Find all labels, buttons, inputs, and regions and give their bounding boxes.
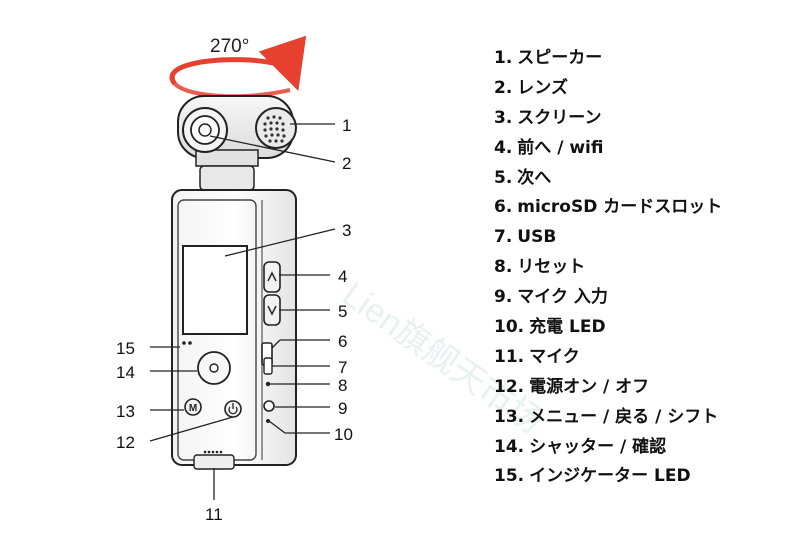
legend-item: 10.充電 LED — [494, 313, 722, 343]
legend-num: 13. — [494, 406, 525, 427]
legend-text: 充電 LED — [529, 317, 606, 338]
legend-item: 13.メニュー / 戻る / シフト — [494, 403, 722, 433]
legend-item: 11.マイク — [494, 343, 722, 373]
legend-item: 5.次へ — [494, 164, 722, 194]
parts-legend: 1.スピーカー 2.レンズ 3.スクリーン 4.前へ / wifi 5.次へ 6… — [494, 44, 722, 492]
legend-text: シャッター / 確認 — [529, 436, 667, 457]
legend-num: 2. — [494, 77, 513, 98]
callout-1: 1 — [342, 116, 351, 135]
legend-num: 9. — [494, 287, 513, 308]
menu-button-label: M — [189, 403, 197, 414]
callout-5: 5 — [338, 302, 347, 321]
legend-text: マイク 入力 — [517, 287, 608, 308]
camera-head — [177, 95, 297, 191]
callout-13: 13 — [116, 402, 135, 421]
legend-num: 3. — [494, 107, 513, 128]
callout-8: 8 — [338, 376, 347, 395]
legend-num: 4. — [494, 137, 513, 158]
power-button[interactable] — [224, 400, 242, 418]
legend-item: 14.シャッター / 確認 — [494, 433, 722, 463]
legend-num: 12. — [494, 376, 525, 397]
legend-item: 8.リセット — [494, 253, 722, 283]
prev-wifi-button[interactable] — [263, 261, 281, 293]
legend-text: マイク — [529, 346, 580, 367]
legend-item: 12.電源オン / オフ — [494, 373, 722, 403]
legend-num: 10. — [494, 317, 525, 338]
legend-text: レンズ — [517, 77, 568, 98]
usb-port[interactable] — [263, 357, 273, 375]
rotation-label: 270° — [210, 36, 249, 57]
legend-num: 7. — [494, 227, 513, 248]
callout-4: 4 — [338, 267, 347, 286]
callout-2: 2 — [342, 154, 351, 173]
legend-text: USB — [517, 227, 557, 248]
legend-text: 前へ / wifi — [517, 137, 604, 158]
legend-text: microSD カードスロット — [517, 197, 723, 218]
mic-input-jack[interactable] — [263, 400, 275, 412]
legend-item: 9.マイク 入力 — [494, 283, 722, 313]
legend-item: 6.microSD カードスロット — [494, 193, 722, 223]
rotation-indicator: 270° — [169, 35, 307, 99]
legend-item: 4.前へ / wifi — [494, 134, 722, 164]
shutter-button[interactable] — [197, 351, 231, 385]
legend-num: 15. — [494, 466, 525, 487]
legend-num: 5. — [494, 167, 513, 188]
legend-text: 電源オン / オフ — [529, 376, 650, 397]
legend-item: 1.スピーカー — [494, 44, 722, 74]
speaker-grille-icon — [255, 107, 297, 149]
callout-6: 6 — [338, 332, 347, 351]
power-icon — [228, 403, 238, 415]
charge-led — [266, 419, 270, 423]
legend-num: 14. — [494, 436, 525, 457]
callout-15: 15 — [116, 339, 135, 358]
indicator-led — [182, 341, 192, 345]
legend-text: スピーカー — [517, 48, 603, 68]
legend-num: 6. — [494, 197, 513, 218]
legend-num: 11. — [494, 346, 525, 367]
callout-12: 12 — [116, 433, 135, 452]
legend-item: 7.USB — [494, 223, 722, 253]
callout-3: 3 — [342, 221, 351, 240]
next-button[interactable] — [263, 294, 281, 326]
legend-item: 3.スクリーン — [494, 104, 722, 134]
legend-text: インジケーター LED — [529, 466, 691, 487]
legend-num: 1. — [494, 48, 513, 68]
callout-14: 14 — [116, 363, 135, 382]
legend-num: 8. — [494, 257, 513, 278]
legend-item: 15.インジケーター LED — [494, 462, 722, 492]
callout-11: 11 — [205, 505, 223, 524]
screen — [182, 245, 248, 335]
legend-item: 2.レンズ — [494, 74, 722, 104]
legend-text: リセット — [517, 257, 586, 278]
legend-text: 次へ — [517, 167, 552, 188]
legend-text: メニュー / 戻る / シフト — [529, 406, 719, 427]
lens-icon — [182, 107, 228, 153]
leader-lines — [149, 123, 336, 500]
callout-10: 10 — [334, 425, 353, 444]
bottom-mic — [203, 450, 223, 454]
legend-text: スクリーン — [517, 107, 602, 128]
callout-9: 9 — [338, 399, 347, 418]
callout-7: 7 — [338, 358, 347, 377]
menu-button[interactable]: M — [184, 398, 202, 416]
callout-numbers: 1 2 3 4 5 6 7 8 9 10 11 12 13 14 15 — [116, 116, 353, 524]
